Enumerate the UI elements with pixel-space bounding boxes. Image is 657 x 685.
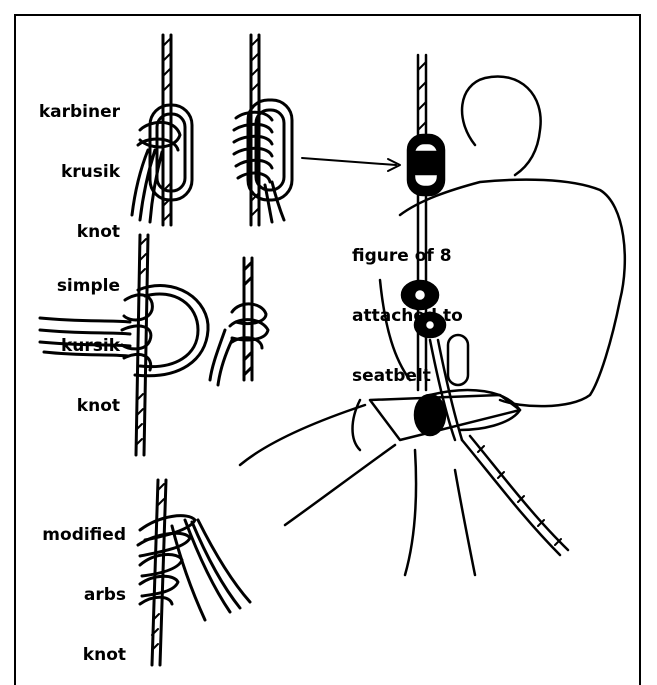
karabiner-krusik-knot-loose-icon bbox=[132, 35, 192, 225]
karabiner-krusik-knot-label: karbiner krusik knot bbox=[24, 62, 120, 262]
karabiner-krusik-knot-tight-icon bbox=[234, 35, 292, 225]
label-line: attached to bbox=[352, 306, 482, 326]
modified-arbs-knot-label: modified arbs knot bbox=[24, 485, 126, 685]
label-line: knot bbox=[24, 645, 126, 665]
figure-eight-label: figure of 8 attached to seatbelt bbox=[352, 206, 482, 406]
pointer-arrow-icon bbox=[302, 158, 400, 171]
label-line: arbs bbox=[24, 585, 126, 605]
label-line: figure of 8 bbox=[352, 246, 482, 266]
label-line: seatbelt bbox=[352, 366, 482, 386]
simple-kursik-knot-tight-icon bbox=[210, 258, 268, 385]
label-line: krusik bbox=[24, 162, 120, 182]
label-line: karbiner bbox=[24, 102, 120, 122]
label-line: modified bbox=[24, 525, 126, 545]
label-line: knot bbox=[24, 396, 120, 416]
label-line: kursik bbox=[24, 336, 120, 356]
label-line: simple bbox=[24, 276, 120, 296]
modified-arbs-knot-icon bbox=[138, 480, 250, 665]
simple-kursik-knot-label: simple kursik knot bbox=[24, 236, 120, 436]
